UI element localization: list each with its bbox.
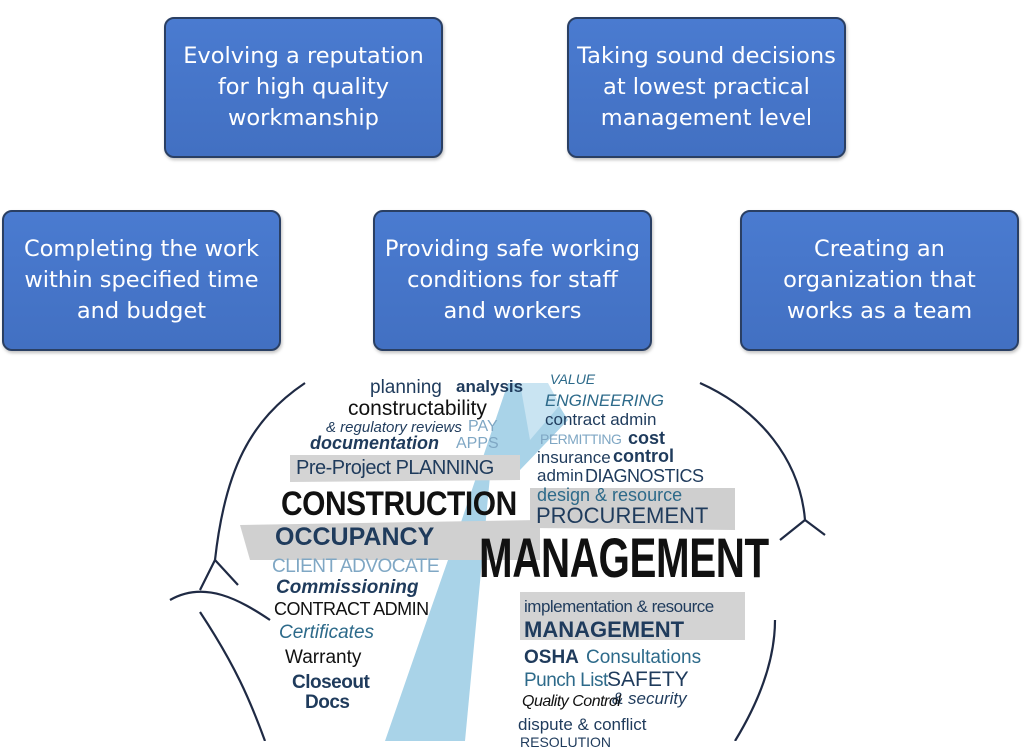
cloud-word: CONTRACT ADMIN	[274, 599, 429, 619]
goal-box-line: within specified time	[24, 267, 259, 293]
cloud-word: Punch List	[524, 670, 608, 691]
goal-box-line: for high quality	[217, 74, 390, 100]
goal-box-line: and budget	[76, 298, 207, 324]
cloud-word: CLIENT ADVOCATE	[272, 556, 440, 577]
cloud-word: ENGINEERING	[545, 391, 665, 410]
cloud-word: MANAGEMENT	[524, 617, 685, 642]
cloud-word: implementation & resource	[524, 597, 714, 616]
cloud-word: cost	[628, 428, 666, 448]
cycle-arrow-left-lower	[199, 611, 267, 741]
cloud-word: admin	[537, 466, 584, 485]
goal-box-line: workmanship	[228, 105, 379, 131]
gray-band	[520, 592, 745, 640]
light-blue-band	[385, 383, 568, 741]
cloud-word: Consultations	[586, 647, 702, 668]
cloud-word-construction: CONSTRUCTION	[281, 485, 517, 523]
goal-box-line: Providing safe working	[384, 236, 641, 262]
goal-box-line: at lowest practical	[603, 74, 810, 100]
cloud-word: planning	[370, 377, 442, 398]
cloud-word: dispute & conflict	[518, 715, 647, 734]
goal-box-line: Completing the work	[23, 236, 260, 262]
cloud-word: Quality Control	[522, 693, 621, 710]
cycle-arrow-right-top	[699, 381, 807, 521]
cloud-word: Certificates	[279, 622, 375, 643]
goal-box-team: Creating an organization that works as a t…	[740, 210, 1019, 351]
cloud-word: constructability	[348, 397, 487, 420]
cloud-word: Closeout	[292, 672, 370, 693]
cloud-word: Docs	[305, 692, 350, 713]
arrowhead-right	[779, 519, 826, 541]
cloud-word: PERMITTING	[540, 431, 622, 447]
cloud-word: VALUE	[550, 371, 596, 387]
cloud-word: Commissioning	[276, 577, 419, 598]
cycle-arrow-right-bottom	[734, 619, 777, 741]
cloud-word: APPS	[456, 435, 499, 452]
goal-box-line: management level	[600, 105, 813, 131]
cloud-word: contract admin	[545, 410, 657, 429]
goal-box-line: works as a team	[786, 298, 973, 324]
cloud-word-management: MANAGEMENT	[479, 526, 769, 589]
cloud-word: RESOLUTION	[520, 734, 612, 750]
goal-box-line: Evolving a reputation	[183, 43, 424, 69]
cloud-word: OSHA	[524, 647, 579, 668]
cloud-word: OCCUPANCY	[275, 523, 435, 551]
cloud-word: design & resource	[537, 485, 683, 505]
cycle-arrow-left-bottom	[169, 590, 271, 621]
goal-box-reputation: Evolving a reputation for high quality wor…	[164, 17, 443, 158]
goal-box-line: organization that	[783, 267, 976, 293]
light-blue-band-top	[520, 383, 560, 440]
cloud-word: & regulatory reviews	[326, 419, 462, 436]
cloud-word: control	[613, 446, 674, 466]
cloud-word: DIAGNOSTICS	[585, 466, 704, 486]
goal-box-line: and workers	[443, 298, 582, 324]
goal-box-decisions: Taking sound decisions at lowest practica…	[567, 17, 846, 158]
cloud-word: documentation	[310, 433, 439, 453]
cloud-word: Pre-Project PLANNING	[296, 457, 494, 479]
goal-box-line: Creating an	[814, 236, 945, 262]
goal-box-line: Taking sound decisions	[577, 43, 836, 69]
cloud-word: insurance	[537, 448, 611, 467]
cloud-word: PAY	[468, 418, 498, 435]
goal-box-safety: Providing safe working conditions for sta…	[373, 210, 652, 351]
goal-box-time-budget: Completing the work within specified time…	[2, 210, 281, 351]
cloud-word: analysis	[456, 377, 524, 396]
gray-band	[530, 488, 735, 530]
gray-band	[290, 455, 520, 482]
arrowhead-left	[199, 559, 239, 591]
gray-band	[240, 520, 540, 560]
cloud-word: & security	[612, 689, 687, 708]
cycle-arrow-left-top	[213, 382, 306, 561]
cloud-word: Warranty	[285, 647, 362, 668]
cloud-word: SAFETY	[607, 668, 689, 691]
cloud-word: PROCUREMENT	[536, 503, 709, 528]
goal-box-line: conditions for staff	[407, 267, 618, 293]
